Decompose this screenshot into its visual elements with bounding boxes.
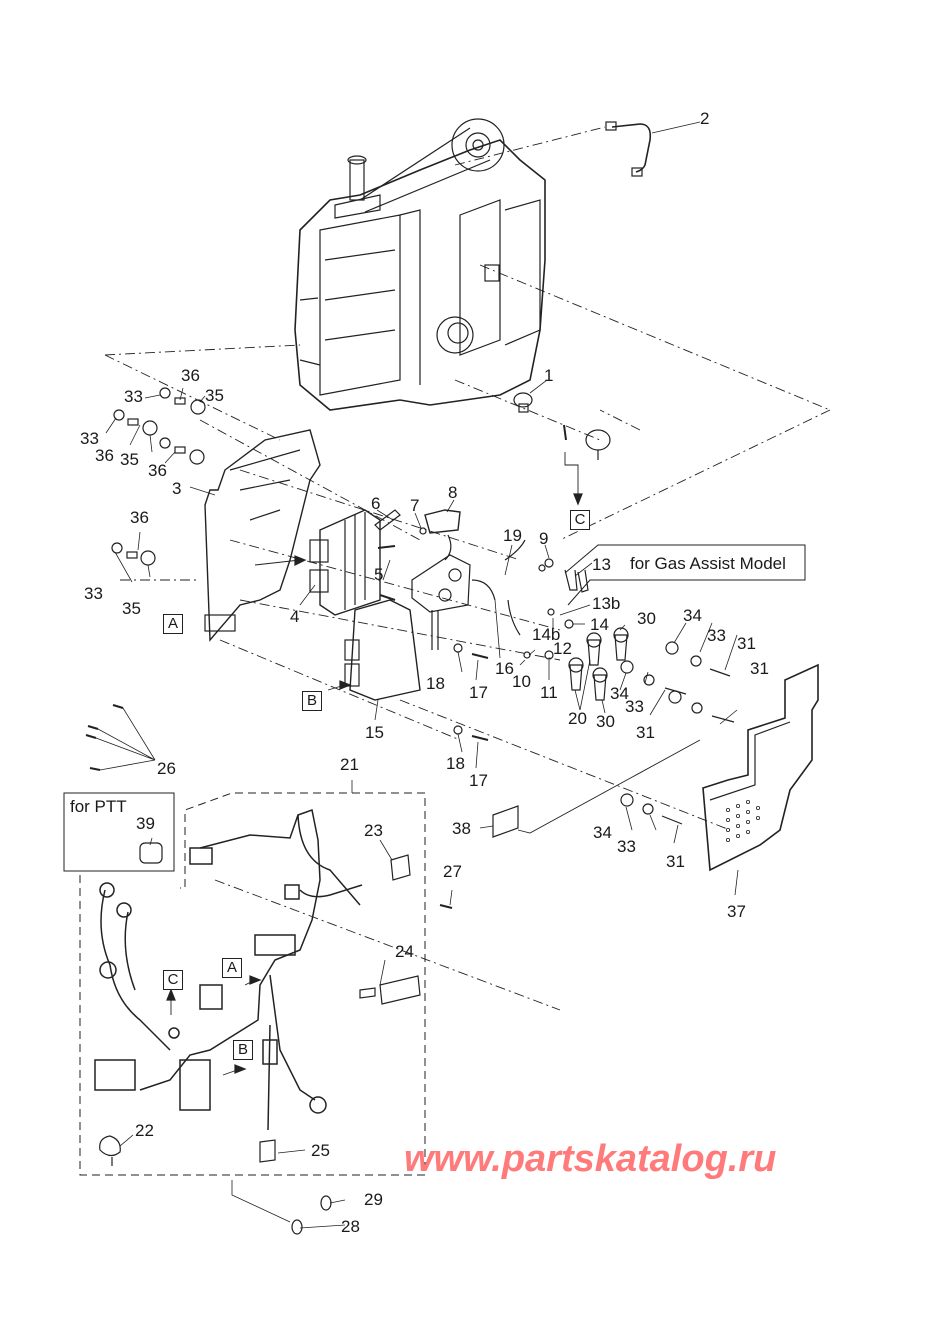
part-24-fuses bbox=[359, 975, 421, 1005]
callout-14: 14 bbox=[590, 615, 609, 634]
watermark-link[interactable]: www.partskatalog.ru bbox=[404, 1138, 777, 1180]
callout-18a: 18 bbox=[426, 674, 445, 693]
callout-30a: 30 bbox=[637, 609, 656, 628]
ptt-note-box bbox=[63, 792, 175, 872]
callout-18b: 18 bbox=[446, 754, 465, 773]
callout-4: 4 bbox=[290, 607, 300, 626]
callout-33e: 33 bbox=[625, 697, 644, 716]
callout-13: 13 bbox=[592, 555, 611, 574]
part-28-clip bbox=[291, 1219, 303, 1235]
callout-31c: 31 bbox=[636, 723, 655, 742]
ref-marker-c-harness: C bbox=[163, 970, 183, 990]
callout-35c: 35 bbox=[122, 599, 141, 618]
callout-34c: 34 bbox=[593, 823, 612, 842]
callout-24: 24 bbox=[395, 942, 414, 961]
callout-39: 39 bbox=[136, 814, 155, 833]
callout-37: 37 bbox=[727, 902, 746, 921]
part-4-rectifier bbox=[309, 509, 381, 616]
rubber-cap bbox=[585, 429, 611, 460]
callout-13b: 13b bbox=[592, 594, 621, 613]
part-23-relay bbox=[390, 854, 411, 881]
callout-38: 38 bbox=[452, 819, 471, 838]
part-1-sensor bbox=[513, 392, 533, 413]
part-15-ecu bbox=[344, 599, 421, 701]
callout-1: 1 bbox=[544, 366, 554, 385]
part-2-sensor bbox=[611, 123, 652, 173]
callout-12: 12 bbox=[553, 639, 572, 658]
callout-7: 7 bbox=[410, 496, 420, 515]
part-29-clip bbox=[320, 1195, 332, 1211]
ref-marker-b: B bbox=[302, 691, 322, 711]
ref-marker-c: C bbox=[570, 510, 590, 530]
callout-23: 23 bbox=[364, 821, 383, 840]
part-22-cap bbox=[99, 1135, 121, 1166]
callout-34a: 34 bbox=[683, 606, 702, 625]
callout-6: 6 bbox=[371, 494, 381, 513]
callout-33a: 33 bbox=[80, 429, 99, 448]
callout-27: 27 bbox=[443, 862, 462, 881]
callout-33b: 33 bbox=[124, 387, 143, 406]
part-8-connector bbox=[411, 509, 471, 650]
part-39-connector bbox=[139, 842, 163, 864]
part-21-harness-boundary bbox=[79, 792, 426, 1176]
callout-11: 11 bbox=[540, 683, 558, 702]
callout-17b: 17 bbox=[469, 771, 488, 790]
part-21-wiring-harness bbox=[94, 809, 363, 1131]
callout-26: 26 bbox=[157, 759, 176, 778]
callout-22: 22 bbox=[135, 1121, 154, 1140]
gas-assist-note-box bbox=[564, 544, 806, 606]
ref-marker-b-harness: B bbox=[233, 1040, 253, 1060]
engine-block bbox=[294, 118, 546, 411]
ref-marker-a: A bbox=[163, 614, 183, 634]
ref-marker-a-harness: A bbox=[222, 958, 242, 978]
callout-30b: 30 bbox=[596, 712, 615, 731]
callout-15: 15 bbox=[365, 723, 384, 742]
callout-29: 29 bbox=[364, 1190, 383, 1209]
callout-14b: 14b bbox=[532, 625, 561, 644]
ptt-note: for PTT bbox=[70, 797, 127, 816]
callout-36d: 36 bbox=[130, 508, 149, 527]
callout-31a: 31 bbox=[737, 634, 756, 653]
fastener-sets bbox=[620, 641, 735, 825]
part-26-bolts bbox=[85, 704, 156, 771]
callout-36c: 36 bbox=[148, 461, 167, 480]
callout-2: 2 bbox=[700, 109, 710, 128]
callout-31d: 31 bbox=[666, 852, 685, 871]
callout-16: 16 bbox=[495, 659, 514, 678]
callout-5: 5 bbox=[374, 565, 384, 584]
callout-25: 25 bbox=[311, 1141, 330, 1160]
callout-33c: 33 bbox=[84, 584, 103, 603]
gas-assist-note: for Gas Assist Model bbox=[630, 554, 786, 573]
callout-9: 9 bbox=[539, 529, 549, 548]
callout-28: 28 bbox=[341, 1217, 360, 1236]
part-20-caps bbox=[568, 627, 629, 701]
callout-17a: 17 bbox=[469, 683, 488, 702]
part-3-bracket bbox=[204, 429, 321, 642]
part-25-connector bbox=[259, 1139, 276, 1163]
callout-35b: 35 bbox=[120, 450, 139, 469]
callout-31b: 31 bbox=[750, 659, 769, 678]
callout-3: 3 bbox=[172, 479, 182, 498]
callout-34b: 34 bbox=[610, 684, 629, 703]
part-37-cover bbox=[702, 663, 819, 872]
callout-19: 19 bbox=[503, 526, 522, 545]
callout-33f: 33 bbox=[617, 837, 636, 856]
callout-21: 21 bbox=[340, 755, 359, 774]
callout-10: 10 bbox=[512, 672, 531, 691]
callout-8: 8 bbox=[448, 483, 458, 502]
callout-33d: 33 bbox=[707, 626, 726, 645]
callout-36b: 36 bbox=[95, 446, 114, 465]
callout-35a: 35 bbox=[205, 386, 224, 405]
callout-20: 20 bbox=[568, 709, 587, 728]
callout-36a: 36 bbox=[181, 366, 200, 385]
part-38-label bbox=[492, 805, 519, 838]
